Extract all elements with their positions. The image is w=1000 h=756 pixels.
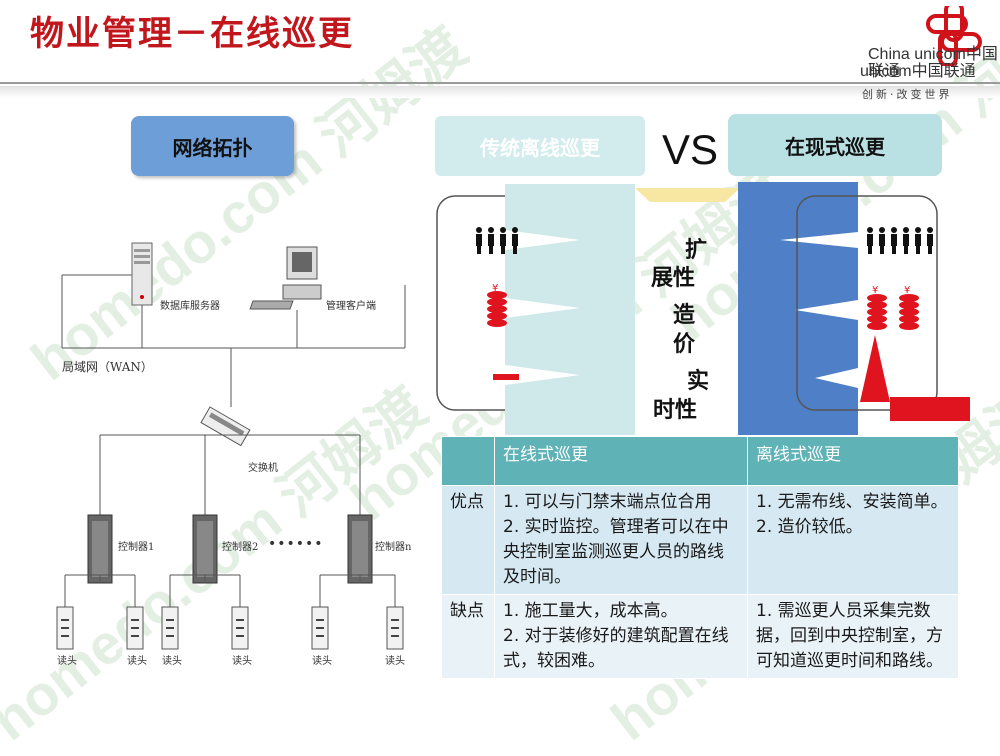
reader-label: 读头 — [385, 656, 405, 667]
offline-disadvantages-cell: 1. 需巡更人员采集完数据，回到中央控制室，方可知道巡更时间和路线。 — [747, 594, 959, 679]
reader-label: 读头 — [127, 656, 147, 667]
network-topology-button[interactable]: 网络拓扑 — [131, 116, 294, 176]
controller-n-label: 控制器n — [375, 542, 412, 553]
row-label-disadvantages: 缺点 — [441, 594, 495, 679]
cell-line: 2. 实时监控。管理者可以在中央控制室监测巡更人员的路线及时间。 — [503, 517, 729, 587]
lan-label: 局域网（WAN） — [62, 360, 153, 374]
cell-line: 1. 施工量大，成本高。 — [503, 601, 678, 621]
switch-label: 交换机 — [248, 463, 278, 474]
vs-label: VS — [662, 126, 719, 173]
logo-china-text: China unicom中国联通 — [868, 46, 998, 80]
table-header-offline: 离线式巡更 — [747, 436, 959, 486]
cost-label-1: 造 — [673, 303, 696, 328]
table-row: 优点 1. 可以与门禁末端点位合用 2. 实时监控。管理者可以在中央控制室监测巡… — [441, 485, 959, 595]
cell-line: 2. 造价较低。 — [756, 517, 863, 537]
client-label: 管理客户端 — [326, 301, 376, 312]
traditional-offline-button[interactable]: 传统离线巡更 — [435, 116, 645, 176]
header-divider-shadow — [0, 86, 1000, 98]
svg-text:¥: ¥ — [492, 283, 498, 294]
table-header-row: 在线式巡更 离线式巡更 — [441, 436, 959, 486]
online-disadvantages-cell: 1. 施工量大，成本高。 2. 对于装修好的建筑配置在线式，较困难。 — [494, 594, 748, 679]
cell-line: 1. 可以与门禁末端点位合用 — [503, 492, 712, 512]
comparison-graphic: ¥ ¥ ¥ — [436, 182, 970, 435]
online-advantages-cell: 1. 可以与门禁末端点位合用 2. 实时监控。管理者可以在中央控制室监测巡更人员… — [494, 485, 748, 595]
china-unicom-knot-logo — [926, 6, 982, 66]
table-row: 缺点 1. 施工量大，成本高。 2. 对于装修好的建筑配置在线式，较困难。 1.… — [441, 594, 959, 679]
cell-line: 1. 无需布线、安装简单。 — [756, 492, 948, 512]
cell-line: 1. 需巡更人员采集完数据，回到中央控制室，方可知道巡更时间和路线。 — [756, 601, 943, 671]
reader-label: 读头 — [312, 656, 332, 667]
cost-label-2: 价 — [673, 332, 696, 357]
network-topology-diagram — [56, 242, 406, 650]
ellipsis: •••••• — [268, 536, 324, 552]
svg-text:¥: ¥ — [872, 285, 878, 296]
svg-text:¥: ¥ — [904, 285, 910, 296]
controller-2-label: 控制器2 — [222, 542, 259, 553]
header-divider — [0, 82, 1000, 84]
row-label-advantages: 优点 — [441, 485, 495, 595]
comparison-table: 在线式巡更 离线式巡更 优点 1. 可以与门禁末端点位合用 2. 实时监控。管理… — [441, 436, 959, 679]
reader-label: 读头 — [232, 656, 252, 667]
realtime-label-1: 实 — [687, 369, 710, 394]
offline-advantages-cell: 1. 无需布线、安装简单。 2. 造价较低。 — [747, 485, 959, 595]
online-patrol-button[interactable]: 在现式巡更 — [728, 114, 942, 176]
db-server-label: 数据库服务器 — [160, 301, 220, 312]
reader-label: 读头 — [162, 656, 182, 667]
scalability-label-1: 扩 — [685, 238, 708, 263]
scalability-label-2: 展性 — [651, 266, 696, 291]
logo-unicom-text: unicom中国联通 — [860, 63, 976, 80]
realtime-label-2: 时性 — [653, 398, 698, 423]
table-header-empty — [441, 436, 495, 486]
controller-1-label: 控制器1 — [118, 542, 155, 553]
page-title: 物业管理－在线巡更 — [30, 14, 354, 54]
reader-label: 读头 — [57, 656, 77, 667]
table-header-online: 在线式巡更 — [494, 436, 748, 486]
cell-line: 2. 对于装修好的建筑配置在线式，较困难。 — [503, 626, 729, 671]
logo-slogan: 创新·改变世界 — [862, 88, 953, 101]
